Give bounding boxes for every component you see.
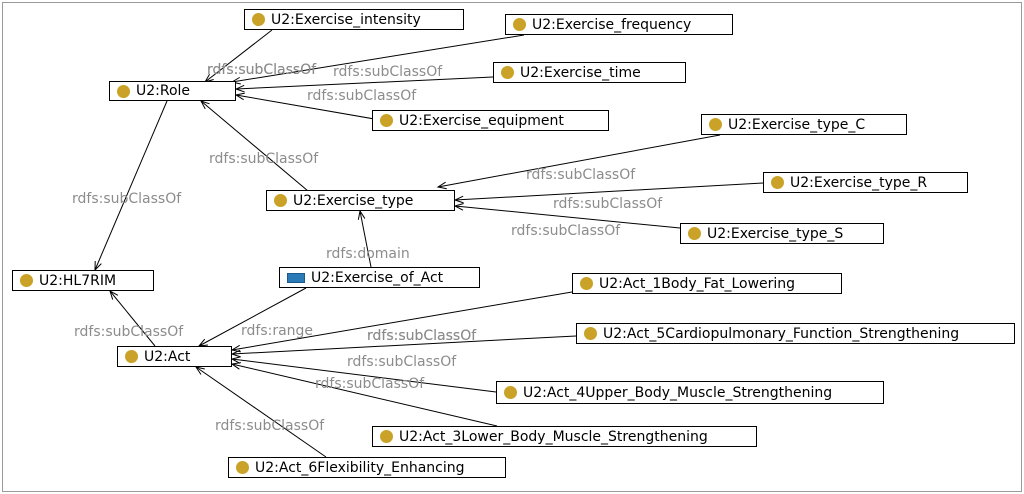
edge-arrowhead <box>230 349 241 358</box>
node-label: U2:Act_4Upper_Body_Muscle_Strengthening <box>523 384 833 401</box>
edge-arrowhead <box>109 289 119 300</box>
node-label: U2:Act_6Flexibility_Enhancing <box>255 459 465 476</box>
node-act-5cardiopulmonary-function-strengthening[interactable]: U2:Act_5Cardiopulmonary_Function_Strengt… <box>576 323 1015 344</box>
class-icon <box>709 118 722 131</box>
class-icon <box>252 13 265 26</box>
class-icon <box>380 114 393 127</box>
edge-line <box>231 363 498 427</box>
node-exercise-type[interactable]: U2:Exercise_type <box>266 190 455 211</box>
edge-label: rdfs:subClassOf <box>209 151 319 167</box>
node-label: U2:HL7RIM <box>39 272 117 289</box>
node-exercise-of-act[interactable]: U2:Exercise_of_Act <box>279 267 480 288</box>
edge-label: rdfs:subClassOf <box>553 196 663 212</box>
edge-label: rdfs:subClassOf <box>347 354 457 370</box>
node-label: U2:Exercise_intensity <box>271 11 421 28</box>
node-label: U2:Role <box>136 83 191 99</box>
node-act-1body-fat-lowering[interactable]: U2:Act_1Body_Fat_Lowering <box>572 273 842 294</box>
node-label: U2:Exercise_time <box>520 64 641 81</box>
edge-arrowhead <box>230 362 241 370</box>
edge-label: rdfs:subClassOf <box>307 88 417 104</box>
node-exercise-frequency[interactable]: U2:Exercise_frequency <box>505 14 733 35</box>
edge-label: rdfs:subClassOf <box>215 418 325 434</box>
edge-line <box>359 210 372 268</box>
edge-label: rdfs:subClassOf <box>207 62 317 78</box>
edge-line <box>437 134 721 188</box>
node-label: U2:Exercise_type <box>293 192 414 209</box>
edge-arrowhead <box>453 195 464 204</box>
edge-arrowhead <box>230 356 241 364</box>
node-label: U2:Act_1Body_Fat_Lowering <box>599 275 796 292</box>
edge-line <box>454 182 764 201</box>
node-label: U2:Act <box>144 348 191 365</box>
edge-line <box>231 291 573 351</box>
edge-label: rdfs:domain <box>326 246 410 262</box>
edge-label: rdfs:subClassOf <box>315 376 425 392</box>
edge-label: rdfs:subClassOf <box>74 324 184 340</box>
edge-line <box>231 335 577 355</box>
edge-label: rdfs:subClassOf <box>207 62 317 78</box>
class-icon <box>771 176 784 189</box>
node-label: U2:Exercise_type_S <box>707 225 844 242</box>
node-exercise-intensity[interactable]: U2:Exercise_intensity <box>244 9 464 30</box>
node-act-3lower-body-muscle-strengthening[interactable]: U2:Act_3Lower_Body_Muscle_Strengthening <box>372 426 757 447</box>
edge-arrowhead <box>453 203 464 211</box>
node-label: U2:Exercise_equipment <box>399 112 564 129</box>
edge-arrowhead <box>357 209 366 220</box>
node-exercise-equipment[interactable]: U2:Exercise_equipment <box>372 110 609 131</box>
node-exercise-type-s[interactable]: U2:Exercise_type_S <box>680 223 884 244</box>
class-icon <box>274 194 287 207</box>
edge-line <box>454 205 681 229</box>
edge-label: rdfs:subClassOf <box>511 223 621 239</box>
class-icon <box>20 274 33 287</box>
edge-line <box>195 366 327 458</box>
class-icon <box>580 277 593 290</box>
node-label: U2:Exercise_frequency <box>532 16 692 33</box>
class-icon <box>513 18 526 31</box>
edge-label: rdfs:subClassOf <box>72 191 182 207</box>
edge-line <box>198 287 307 347</box>
edge-line <box>231 358 497 393</box>
node-act-6flexibility-enhancing[interactable]: U2:Act_6Flexibility_Enhancing <box>228 457 506 478</box>
node-label: U2:Exercise_type_C <box>728 116 866 133</box>
node-act[interactable]: U2:Act <box>117 346 232 367</box>
edge-line <box>235 94 387 122</box>
node-role[interactable]: U2:Role <box>109 81 236 101</box>
object-property-icon <box>287 272 305 283</box>
class-icon <box>688 227 701 240</box>
node-label: U2:Act_5Cardiopulmonary_Function_Strengt… <box>603 325 960 342</box>
edge-label: rdfs:range <box>241 323 314 339</box>
edge-line <box>235 76 494 90</box>
edge-line <box>94 100 168 271</box>
node-label: U2:Exercise_of_Act <box>311 269 444 286</box>
node-exercise-type-c[interactable]: U2:Exercise_type_C <box>701 114 907 135</box>
edge-line <box>204 29 273 83</box>
class-icon <box>504 386 517 399</box>
edge-arrowhead <box>197 338 208 347</box>
node-label: U2:Exercise_type_R <box>790 174 928 191</box>
class-icon <box>380 430 393 443</box>
edge-arrowhead <box>436 181 447 190</box>
node-hl7rim[interactable]: U2:HL7RIM <box>12 270 154 291</box>
class-icon <box>125 350 138 363</box>
edge-line <box>231 34 525 83</box>
edge-line <box>109 290 156 347</box>
edge-label: rdfs:subClassOf <box>367 328 477 344</box>
node-exercise-time[interactable]: U2:Exercise_time <box>493 62 686 83</box>
node-act-4upper-body-muscle-strengthening[interactable]: U2:Act_4Upper_Body_Muscle_Strengthening <box>496 381 884 404</box>
edge-label: rdfs:subClassOf <box>526 167 636 183</box>
class-icon <box>501 66 514 79</box>
edge-label: rdfs:subClassOf <box>367 328 477 344</box>
class-icon <box>584 327 597 340</box>
node-exercise-type-r[interactable]: U2:Exercise_type_R <box>763 172 968 193</box>
class-icon <box>236 461 249 474</box>
edge-arrowhead <box>234 92 245 101</box>
edge-label: rdfs:subClassOf <box>333 64 443 80</box>
edge-arrowhead <box>234 84 245 93</box>
edge-arrowhead <box>199 100 210 110</box>
edge-line <box>200 100 309 192</box>
edge-arrowhead <box>194 366 205 375</box>
class-icon <box>117 84 130 98</box>
node-label: U2:Act_3Lower_Body_Muscle_Strengthening <box>399 428 708 445</box>
